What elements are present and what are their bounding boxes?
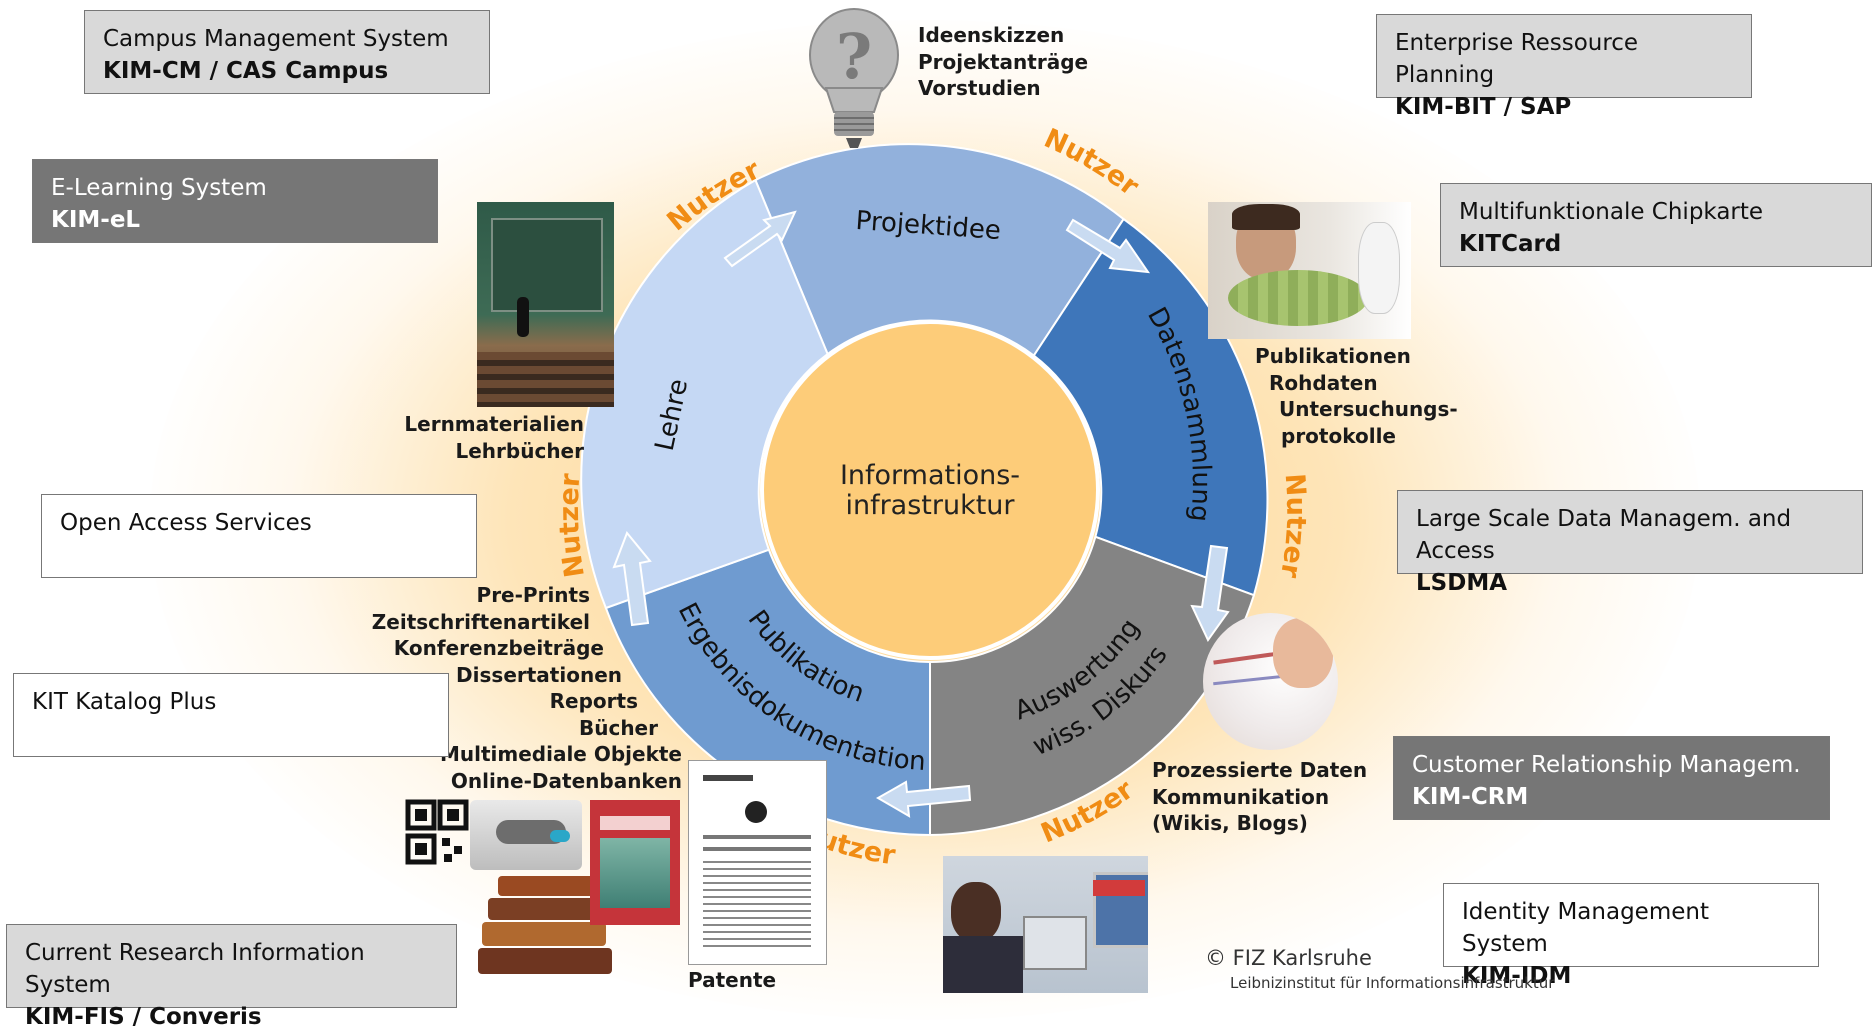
system-box-campus: Campus Management System KIM-CM / CAS Ca… [84,10,490,94]
outputs-publikation: Pre-Prints Zeitschriftenartikel Konferen… [372,582,682,794]
system-name: Current Research Information System [25,940,365,998]
output-item: Zeitschriftenartikel [371,609,590,634]
system-name: Identity Management System [1462,899,1709,957]
output-item: Pre-Prints [476,583,590,607]
credit-line1: © FIZ Karlsruhe [1205,946,1372,970]
system-code: KIM-FIS / Converis [25,1004,262,1030]
system-code: KIM-IDM [1462,963,1572,989]
journal-cover-photo [590,800,680,925]
qr-code-icon [405,799,469,865]
arrow-daten-to-auswertung [1190,544,1230,642]
system-box-katalog: KIT Katalog Plus [13,673,449,757]
output-item: Lehrbücher [455,438,585,463]
center-label-line2: infrastruktur [845,490,1015,521]
cycle-arrows [612,210,1230,818]
system-box-cris: Current Research Information System KIM-… [6,924,457,1030]
arrow-lehre-to-projektidee [723,210,797,268]
arrow-auswertung-to-publikation [875,780,972,818]
output-item: Prozessierte Daten [1152,758,1368,782]
system-name: Open Access Services [60,510,312,536]
output-item: (Wikis, Blogs) [1152,811,1308,835]
output-patente: Patente [688,968,777,992]
system-code: KIM-eL [51,207,141,233]
output-item: Kommunikation [1152,784,1330,809]
nutzer-label-6: Nutzer [554,472,591,580]
output-item: Projektanträge [918,49,1089,74]
lecture-hall-photo [477,202,614,407]
outputs-daten: Publikationen Rohdaten Untersuchungs- pr… [1255,343,1458,449]
output-item: Bücher [578,715,658,740]
center-label-line1: Informations- [840,460,1020,491]
output-item: Rohdaten [1269,370,1378,395]
credit-line2: Leibnizinstitut für Informationsinfrastr… [1230,974,1555,992]
output-item: Multimediale Objekte [439,742,682,766]
system-box-elearning: E-Learning System KIM-eL [32,159,438,243]
system-box-crm: Customer Relationship Managem. KIM-CRM [1393,736,1830,820]
lightbulb-question-icon: ? [809,8,899,148]
outputs-auswertung: Prozessierte Daten Kommunikation (Wikis,… [1152,757,1367,837]
system-name: Large Scale Data Managem. and Access [1416,506,1792,564]
system-code: KIM-BIT / SAP [1395,94,1572,120]
output-item: Dissertationen [456,662,622,687]
system-name: Enterprise Ressource Planning [1395,30,1639,88]
system-name: Campus Management System [103,26,449,52]
system-code: KITCard [1459,231,1562,257]
office-photo [943,856,1148,993]
output-item: Publikationen [1255,344,1411,368]
output-item: Konferenzbeiträge [393,636,604,660]
system-box-idm: Identity Management System KIM-IDM [1443,883,1819,989]
books-photo [478,872,620,980]
output-item: Ideenskizzen [918,23,1065,47]
center-circle [760,320,1100,660]
system-name: Multifunktionale Chipkarte [1459,199,1764,225]
system-box-lsdma: Large Scale Data Managem. and Access LSD… [1397,490,1863,596]
system-box-chipcard: Multifunktionale Chipkarte KITCard [1440,183,1872,267]
segment-lehre [580,178,829,610]
arrow-projektidee-to-daten [1065,218,1151,274]
system-code: LSDMA [1416,570,1508,596]
segment-auswertung [929,535,1256,837]
output-item: protokolle [1281,423,1396,448]
output-item: Reports [549,689,638,713]
scanner-photo [470,800,582,870]
arrow-publikation-to-lehre [612,531,652,627]
system-code: KIM-CM / CAS Campus [103,58,389,84]
handwriting-photo [1203,613,1338,750]
system-name: E-Learning System [51,175,267,201]
svg-text:?: ? [836,20,872,93]
patent-document [688,760,827,965]
system-name: KIT Katalog Plus [32,689,217,715]
system-code: KIM-CRM [1412,784,1529,810]
output-item: Vorstudien [918,76,1041,100]
outputs-lehre: Lernmaterialien Lehrbücher [404,411,584,464]
scientist-photo [1208,202,1411,339]
system-box-erp: Enterprise Ressource Planning KIM-BIT / … [1376,14,1752,120]
outputs-idee: Ideenskizzen Projektanträge Vorstudien [918,22,1088,102]
nutzer-label-3: Nutzer [1274,473,1311,581]
output-item: Online-Datenbanken [450,768,682,793]
system-box-openaccess: Open Access Services [41,494,477,578]
system-name: Customer Relationship Managem. [1412,752,1801,778]
output-item: Untersuchungs- [1279,397,1458,421]
credit: © FIZ Karlsruhe Leibnizinstitut für Info… [1205,946,1554,992]
output-item: Lernmaterialien [404,412,584,436]
